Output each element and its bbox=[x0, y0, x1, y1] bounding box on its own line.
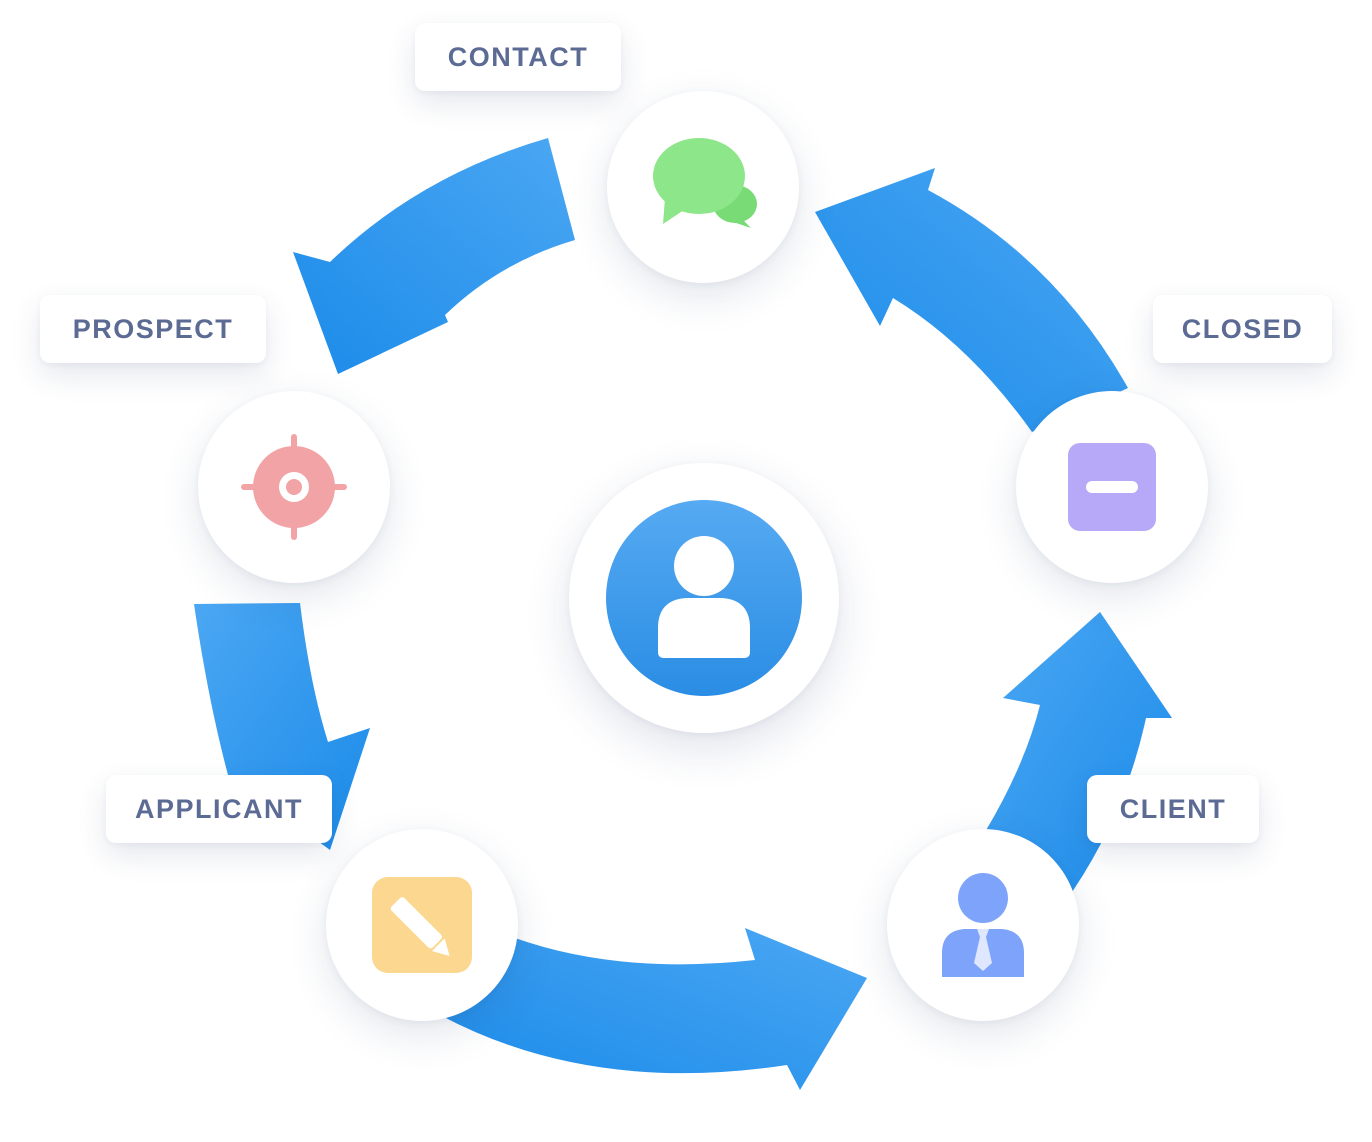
stage-node-client bbox=[887, 829, 1079, 1021]
label-contact: CONTACT bbox=[415, 23, 621, 91]
stage-node-contact bbox=[607, 91, 799, 283]
stage-node-applicant bbox=[326, 829, 518, 1021]
arrow-contact-to-prospect bbox=[293, 138, 575, 374]
label-prospect: PROSPECT bbox=[40, 295, 266, 363]
minus-square-icon bbox=[1068, 443, 1156, 531]
arrow-client-to-closed bbox=[985, 612, 1172, 895]
center-user-node bbox=[569, 463, 839, 733]
label-client: CLIENT bbox=[1087, 775, 1259, 843]
chat-bubbles-icon bbox=[653, 138, 757, 228]
label-applicant: APPLICANT bbox=[106, 775, 332, 843]
target-icon bbox=[241, 434, 347, 540]
stage-node-prospect bbox=[198, 391, 390, 583]
arrow-closed-to-contact bbox=[815, 168, 1128, 432]
businessman-icon bbox=[942, 873, 1024, 977]
user-avatar-icon bbox=[606, 500, 802, 696]
label-closed: CLOSED bbox=[1153, 295, 1332, 363]
arrow-applicant-to-client bbox=[440, 928, 867, 1090]
edit-pencil-icon bbox=[372, 877, 472, 973]
stage-node-closed bbox=[1016, 391, 1208, 583]
